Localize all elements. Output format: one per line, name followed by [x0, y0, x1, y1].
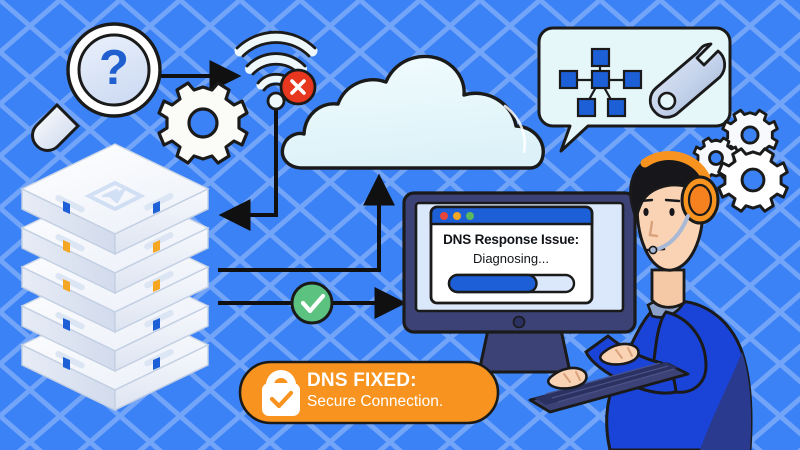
server-unit-top — [20, 143, 210, 256]
hexagon-logo — [84, 180, 146, 212]
minimize-dot — [453, 212, 461, 220]
close-dot — [440, 212, 448, 220]
arrow-wifi-to-server — [218, 103, 278, 231]
status-banner[interactable] — [238, 360, 500, 425]
arrow-server-to-cloud — [218, 173, 395, 272]
wrench-icon — [648, 42, 727, 119]
wifi-error-icon — [234, 30, 318, 111]
network-diagram-bubble — [537, 26, 732, 153]
success-check-icon — [290, 281, 334, 325]
monitor — [402, 191, 637, 374]
network-topology-diagram — [558, 47, 643, 118]
progress-fill — [447, 273, 538, 294]
support-technician — [528, 151, 753, 450]
diagnostic-window — [429, 205, 594, 305]
maximize-dot — [466, 212, 474, 220]
server-stack — [20, 143, 210, 412]
gear-icon — [157, 81, 249, 165]
magnifier-question-icon — [31, 22, 162, 152]
gear-icon-large — [717, 147, 789, 213]
cloud-icon — [280, 54, 545, 170]
padlock-check-icon — [262, 370, 300, 416]
keyboard — [528, 362, 690, 414]
